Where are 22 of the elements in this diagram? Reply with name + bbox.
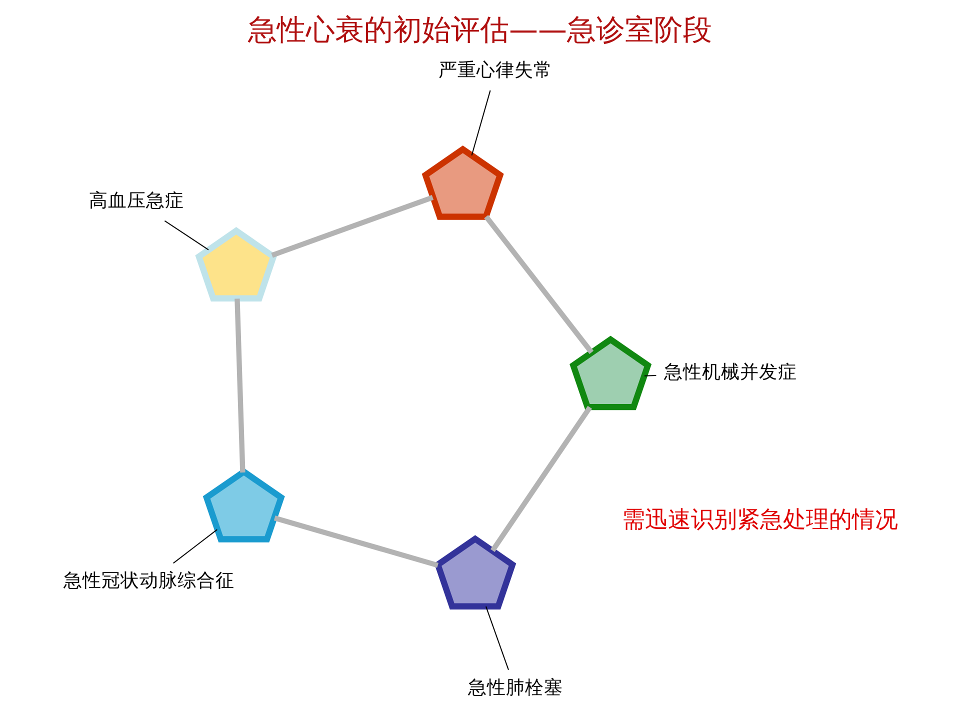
connector	[274, 515, 439, 568]
node-text: 急性机械并发症	[664, 362, 797, 383]
connector	[471, 90, 491, 156]
node-text: 严重心律失常	[438, 60, 553, 81]
node-pentagon	[195, 227, 278, 302]
node-text: 急性冠状动脉综合征	[63, 570, 234, 592]
node-text: 急性肺栓塞	[468, 678, 563, 699]
node-pentagon	[570, 336, 652, 410]
connector	[485, 606, 509, 670]
label: 需迅速识别紧急处理的情况	[622, 506, 898, 533]
connector	[234, 298, 246, 473]
diagram-title: 急性心衰的初始评估——急诊室阶段	[248, 12, 712, 47]
node-pentagon	[434, 535, 516, 610]
connector	[644, 375, 656, 376]
node-pentagon	[422, 145, 504, 220]
connector	[164, 220, 209, 250]
connector	[271, 194, 434, 258]
connector	[490, 406, 592, 552]
connector	[484, 215, 594, 354]
node-pentagon	[202, 468, 285, 542]
connector	[173, 529, 218, 564]
node-text: 高血压急症	[88, 190, 184, 212]
